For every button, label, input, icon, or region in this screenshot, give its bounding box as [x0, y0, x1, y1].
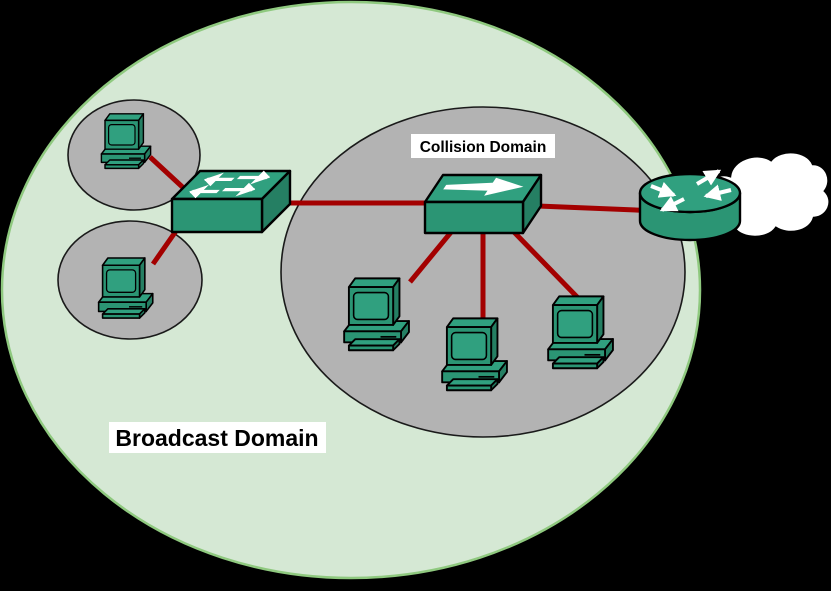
router-arrows: [650, 169, 732, 212]
link-hub-pc3: [408, 229, 454, 284]
pc-3-icon: [343, 277, 410, 352]
broadcast-domain-label: Broadcast Domain: [109, 422, 326, 453]
switch-icon: [170, 169, 292, 234]
link-switch-pc2: [150, 229, 179, 266]
link-hub-pc5: [511, 229, 582, 302]
hub-arrow: [443, 177, 524, 196]
hub-icon: [423, 173, 543, 235]
pc-1-icon: [100, 113, 152, 170]
collision-domain-label: Collision Domain: [411, 134, 555, 158]
switch-arrows: [189, 170, 271, 199]
router-icon: [638, 169, 742, 242]
pc-4-icon: [441, 317, 508, 392]
broadcast-domain-label-text: Broadcast Domain: [115, 425, 318, 451]
collision-domain-label-text: Collision Domain: [420, 139, 547, 156]
pc-5-icon: [547, 295, 614, 370]
pc-2-icon: [97, 257, 154, 319]
